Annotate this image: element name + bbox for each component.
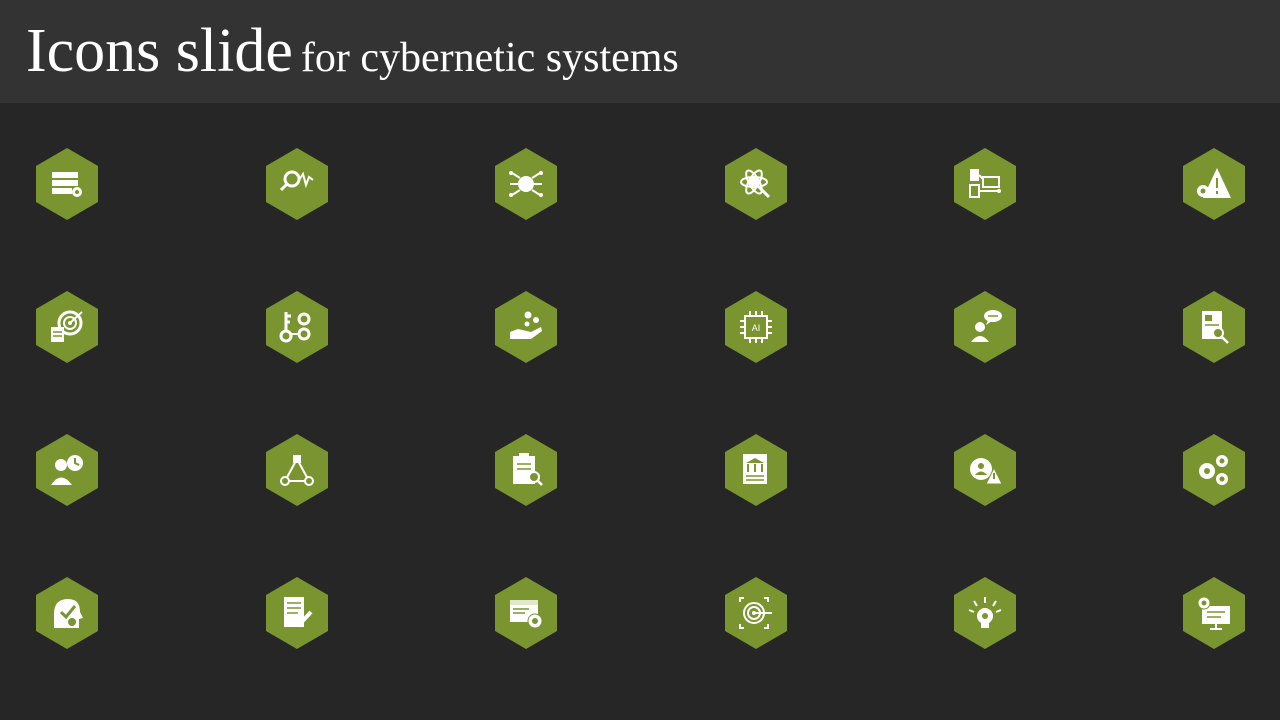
ai-chip-icon: AI bbox=[740, 311, 772, 343]
atom-analysis-icon bbox=[740, 169, 771, 199]
hexagon-tile bbox=[495, 577, 557, 649]
hexagon-tile bbox=[1183, 434, 1245, 506]
triangle-network-icon bbox=[280, 455, 314, 486]
page-title: Icons slide for cybernetic systems bbox=[26, 16, 679, 87]
hexagon-tile bbox=[725, 577, 787, 649]
document-search-icon bbox=[1202, 311, 1229, 344]
svg-text:AI: AI bbox=[752, 323, 761, 333]
hexagon-tile bbox=[495, 291, 557, 363]
hexagon-tile bbox=[1183, 577, 1245, 649]
hexagon-tile bbox=[495, 434, 557, 506]
title-main: Icons slide bbox=[26, 17, 293, 85]
monitor-gear-icon bbox=[1197, 596, 1230, 630]
title-sub: for cybernetic systems bbox=[300, 35, 679, 81]
bank-document-icon bbox=[743, 454, 767, 484]
target-document-icon bbox=[51, 310, 83, 342]
flowchart-icon bbox=[969, 169, 1001, 198]
user-chat-icon bbox=[971, 310, 1002, 342]
idea-head-icon bbox=[968, 597, 1002, 628]
document-pen-icon bbox=[284, 597, 313, 628]
browser-gear-icon bbox=[510, 600, 543, 629]
hexagon-tile bbox=[266, 148, 328, 220]
hexagon-tile bbox=[36, 148, 98, 220]
hexagon-tile bbox=[495, 148, 557, 220]
hexagon-tile: AI bbox=[725, 291, 787, 363]
hexagon-tile bbox=[266, 577, 328, 649]
hexagon-tile bbox=[954, 434, 1016, 506]
title-bar: Icons slide for cybernetic systems bbox=[0, 0, 1280, 103]
gear-warning-icon bbox=[1197, 168, 1231, 198]
hexagon-tile bbox=[1183, 291, 1245, 363]
hexagon-tile bbox=[954, 291, 1016, 363]
magnifier-signal-icon bbox=[279, 170, 314, 192]
head-check-gear-icon bbox=[54, 599, 83, 628]
hexagon-tile bbox=[1183, 148, 1245, 220]
hexagon-tile bbox=[36, 434, 98, 506]
brain-network-icon bbox=[509, 171, 543, 197]
hexagon-tile bbox=[954, 148, 1016, 220]
hexagon-tile bbox=[36, 577, 98, 649]
user-time-icon bbox=[51, 455, 83, 485]
key-gears-icon bbox=[279, 312, 311, 343]
hand-molecule-icon bbox=[510, 311, 542, 339]
gear-user-warning-icon bbox=[970, 458, 1003, 485]
hexagon-tile bbox=[266, 291, 328, 363]
server-settings-icon bbox=[52, 172, 82, 197]
hexagon-tile bbox=[36, 291, 98, 363]
multiple-gears-icon bbox=[1199, 455, 1228, 485]
hexagon-tile bbox=[725, 148, 787, 220]
target-scan-icon bbox=[739, 597, 772, 629]
clipboard-search-icon bbox=[513, 453, 543, 486]
hexagon-tile bbox=[266, 434, 328, 506]
hexagon-tile bbox=[954, 577, 1016, 649]
hexagon-tile bbox=[725, 434, 787, 506]
